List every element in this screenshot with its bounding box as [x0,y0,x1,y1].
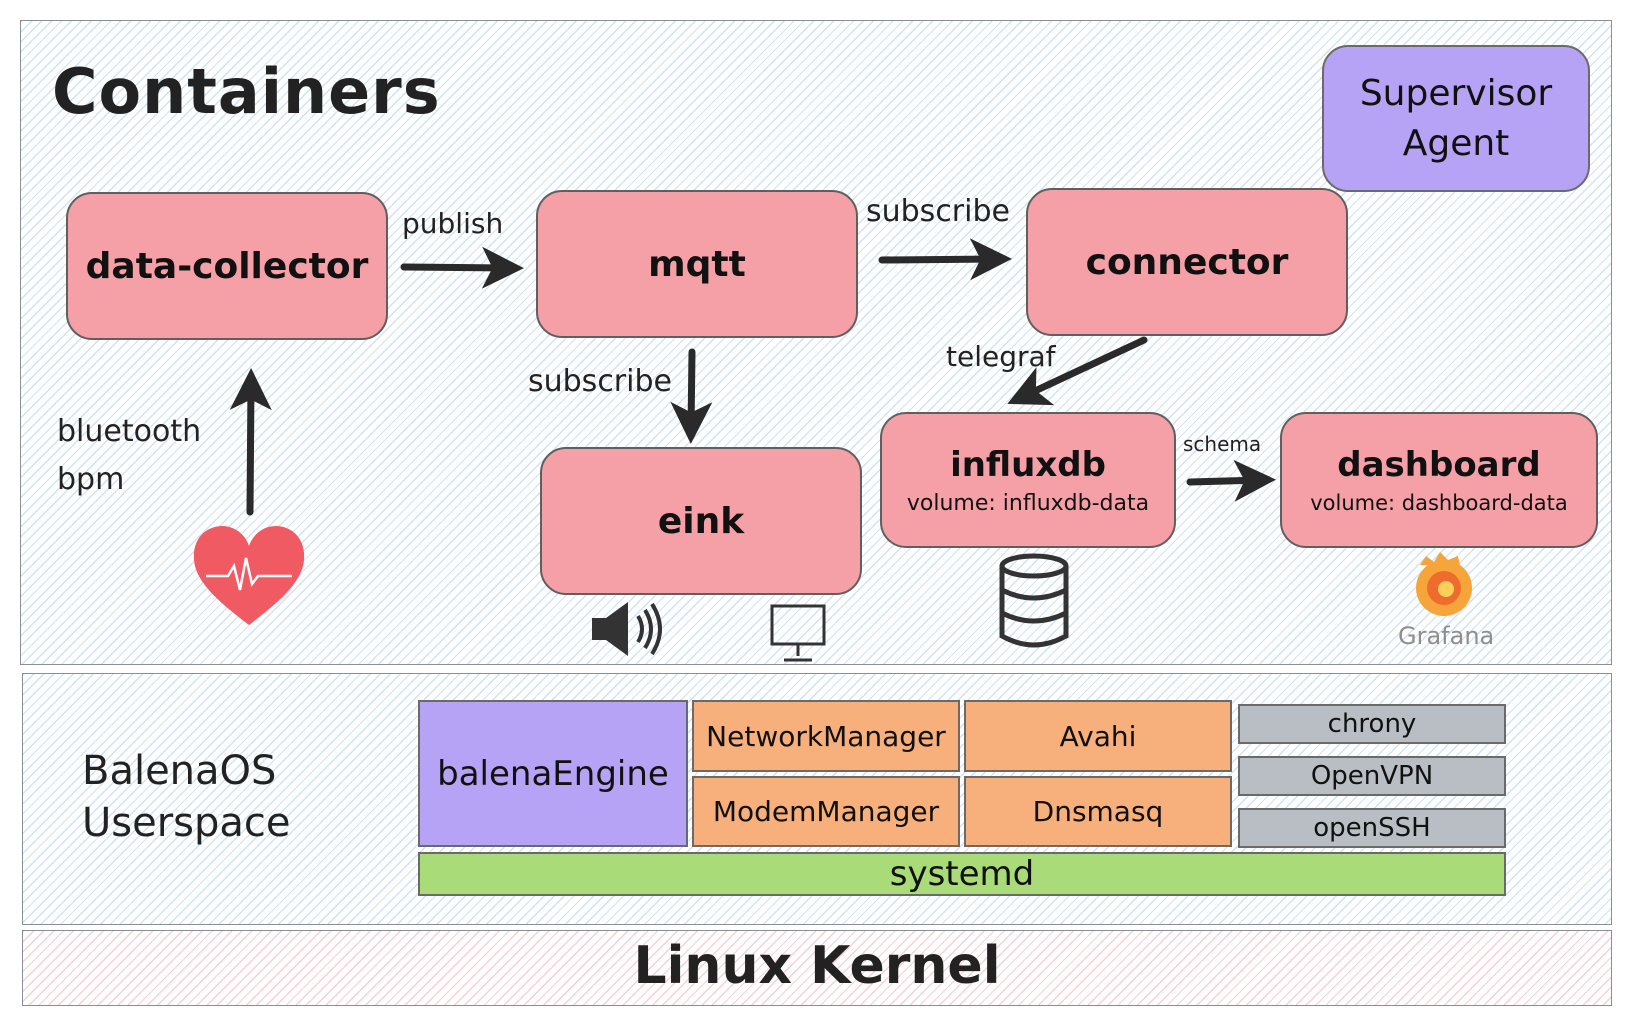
bluetooth-label: bluetooth bpm [57,408,201,504]
subscribe-connector-arrow [878,238,1012,281]
influxdb-label: influxdb [950,444,1106,485]
schema-label: schema [1183,432,1262,456]
telegraf-label: telegraf [946,340,1056,373]
supervisor-label-line1: Supervisor [1359,72,1553,114]
chrony-box[interactable]: chrony [1238,704,1506,744]
dashboard-label: dashboard [1337,445,1541,485]
userspace-title-line2: Userspace [82,800,291,846]
openvpn-label: OpenVPN [1310,761,1434,791]
data-collector-label: data-collector [85,245,369,287]
publish-label: publish [402,207,504,240]
modem-manager-box[interactable]: ModemManager [692,776,960,847]
balena-engine-box[interactable]: balenaEngine [418,700,688,847]
balena-engine-label: balenaEngine [437,753,669,794]
telegraf-arrow [1007,336,1148,406]
userspace-title: BalenaOS Userspace [82,745,291,849]
grafana-label: Grafana [1398,622,1495,650]
data-collector-service[interactable]: data-collector [66,192,388,340]
eink-service[interactable]: eink [540,447,862,595]
subscribe-eink-arrow [670,348,713,444]
network-manager-box[interactable]: NetworkManager [692,700,960,772]
bluetooth-label-line1: bluetooth [57,414,202,449]
eink-label: eink [657,500,745,542]
influxdb-service[interactable]: influxdb volume: influxdb-data [880,412,1176,548]
kernel-title: Linux Kernel [633,936,1001,996]
openssh-box[interactable]: openSSH [1238,808,1506,848]
publish-arrow [400,246,524,289]
dashboard-service[interactable]: dashboard volume: dashboard-data [1280,412,1598,548]
subscribe-connector-label: subscribe [866,194,1010,229]
dnsmasq-label: Dnsmasq [1032,795,1164,828]
supervisor-agent-box[interactable]: Supervisor Agent [1322,45,1590,192]
dashboard-volume-label: volume: dashboard-data [1310,491,1568,515]
openssh-label: openSSH [1313,813,1431,843]
containers-title: Containers [52,55,441,128]
connector-label: connector [1085,241,1289,283]
supervisor-label-line2: Agent [1402,122,1510,164]
bluetooth-label-line2: bpm [57,462,125,497]
openvpn-box[interactable]: OpenVPN [1238,756,1506,796]
systemd-box[interactable]: systemd [418,852,1506,896]
dnsmasq-box[interactable]: Dnsmasq [964,776,1232,847]
chrony-label: chrony [1327,709,1417,739]
mqtt-service[interactable]: mqtt [536,190,858,338]
avahi-box[interactable]: Avahi [964,700,1232,772]
influxdb-volume-label: volume: influxdb-data [906,490,1150,516]
mqtt-label: mqtt [648,243,746,285]
subscribe-eink-label: subscribe [528,364,672,399]
avahi-label: Avahi [1059,719,1137,753]
bluetooth-arrow [229,368,272,516]
schema-arrow [1186,459,1276,502]
modem-manager-label: ModemManager [712,795,940,828]
network-manager-label: NetworkManager [706,719,946,753]
userspace-title-line1: BalenaOS [82,748,277,794]
kernel-layer [22,930,1612,1006]
connector-service[interactable]: connector [1026,188,1348,336]
systemd-label: systemd [889,854,1035,894]
